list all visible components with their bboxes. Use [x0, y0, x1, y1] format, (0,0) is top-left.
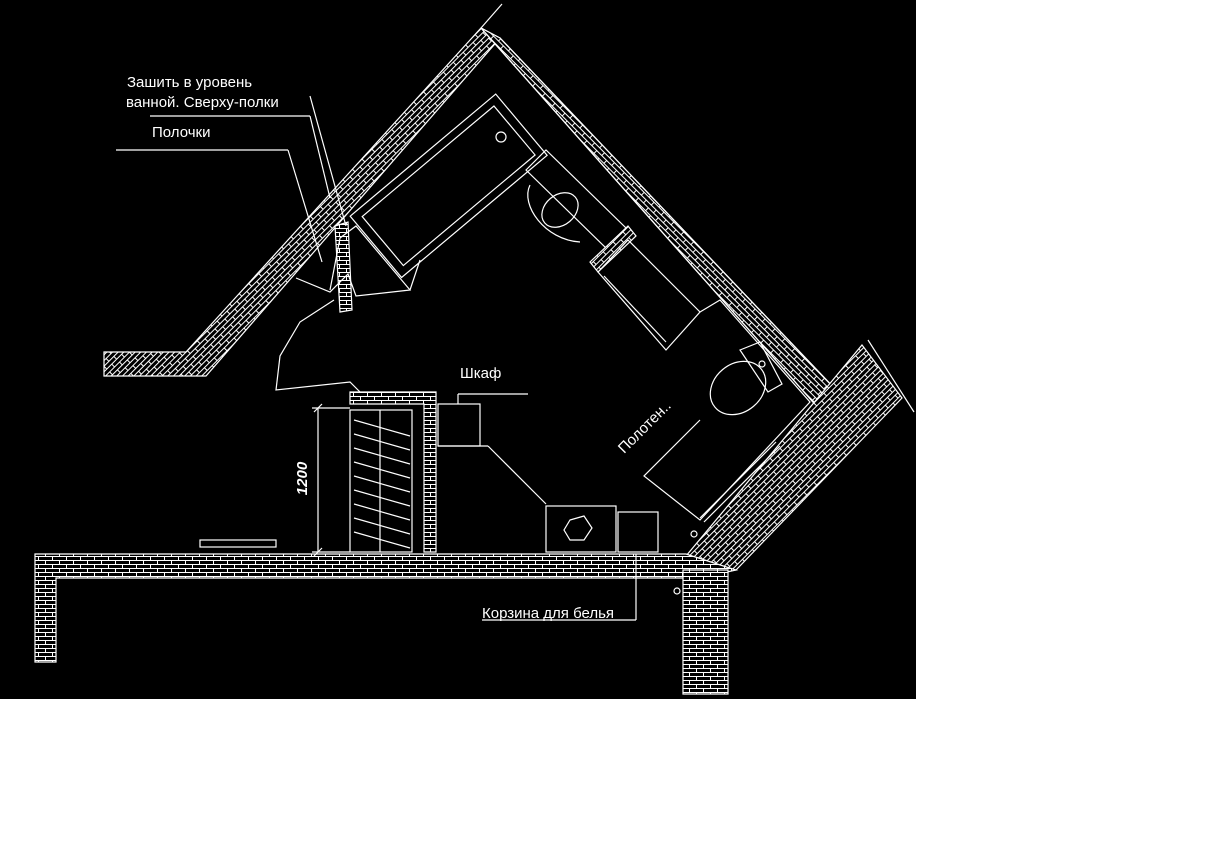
washing-machine-drum — [563, 515, 593, 541]
toilet-zone — [643, 299, 811, 521]
wall-stub-middle — [589, 225, 637, 273]
wall-right-break-line — [867, 339, 915, 413]
towel-hook — [690, 530, 698, 538]
towel-rail — [699, 441, 777, 519]
shelving-slats — [353, 419, 411, 549]
radiator — [199, 539, 277, 548]
sew-leader — [309, 95, 347, 227]
bathtub — [349, 93, 548, 279]
label-wardrobe: Шкаф — [460, 365, 502, 382]
toilet-tank — [739, 341, 783, 393]
wardrobe-box — [437, 403, 481, 447]
toilet-bowl — [709, 360, 767, 416]
wall-bottom — [34, 553, 739, 663]
laundry-basket — [617, 511, 659, 553]
partition-wall — [349, 391, 437, 553]
label-shelves: Полочки — [152, 124, 211, 141]
washing-machine — [545, 505, 617, 553]
label-laundry: Корзина для белья — [482, 605, 615, 622]
wall-upper-right — [480, 27, 839, 411]
label-sew-line1: Зашить в уровень — [127, 74, 253, 91]
label-sew-line2: ванной. Сверху-полки — [126, 94, 279, 111]
shelving-unit — [349, 409, 413, 553]
floor-plan-canvas: Зашить в уровень ванной. Сверху-полки По… — [0, 0, 916, 699]
wall-upper-break-line — [480, 3, 503, 29]
pipe-marker — [673, 587, 681, 595]
wall-right-vertical — [682, 569, 729, 695]
floor-plan-drawing — [34, 3, 915, 695]
bathtub-drain — [495, 131, 507, 143]
dimension-height-label: 1200 — [294, 461, 312, 496]
room-boundary — [275, 225, 421, 393]
sink-basin — [541, 192, 579, 228]
